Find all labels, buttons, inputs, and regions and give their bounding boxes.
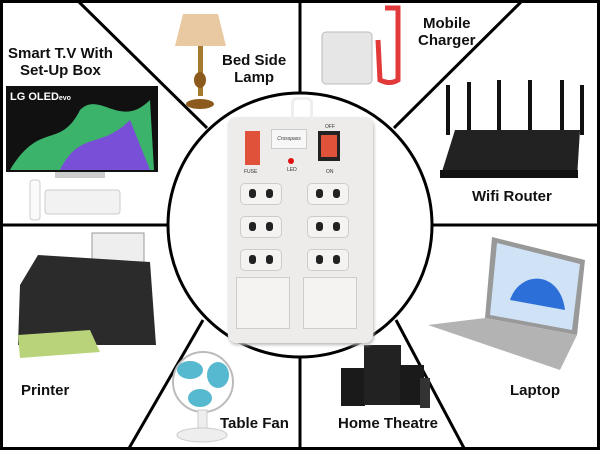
label-line: Bed Side (222, 52, 287, 69)
led-label: LED (287, 167, 297, 173)
brand-logo: Crosspass (271, 129, 307, 149)
power-switch[interactable] (318, 131, 340, 161)
power-cord (291, 97, 313, 120)
socket (307, 216, 349, 238)
socket (307, 183, 349, 205)
label-line: Set-Up Box (20, 62, 101, 79)
label-mobile-charger: Mobile Charger (418, 15, 476, 49)
tv-image (6, 86, 158, 221)
label-printer: Printer (21, 382, 69, 399)
divider-top-right (392, 0, 525, 130)
label-bed-side-lamp: Bed Side Lamp (222, 52, 286, 86)
led-indicator (288, 158, 294, 164)
switch-off-label: OFF (325, 124, 335, 130)
socket (307, 249, 349, 271)
label-line: Charger (418, 32, 476, 49)
power-strip: FUSE Crosspass LED OFF ON (228, 117, 373, 343)
tv-brand-text: LG OLEDevo (10, 91, 71, 103)
tv-suffix: evo (58, 95, 71, 102)
label-line: Home Theatre (338, 415, 439, 432)
laptop-image (428, 237, 585, 370)
printer-image (18, 232, 156, 358)
label-line: Smart T.V With (8, 45, 113, 62)
label-line: Mobile (423, 15, 471, 32)
switch-on-label: ON (326, 169, 334, 175)
fan-image (172, 351, 234, 443)
divider-bottom-left (126, 319, 205, 450)
socket (240, 183, 282, 205)
lamp-image (175, 14, 226, 109)
socket (240, 216, 282, 238)
universal-socket (303, 277, 357, 329)
socket (240, 249, 282, 271)
label-line: Laptop (510, 382, 560, 399)
switch-rocker (321, 135, 337, 157)
home-theatre-image (341, 345, 430, 408)
label-line: Lamp (234, 69, 275, 86)
label-table-fan: Table Fan (220, 415, 289, 432)
label-smart-tv: Smart T.V With Set-Up Box (8, 45, 113, 79)
router-image (440, 80, 584, 178)
tv-brand: LG OLED (10, 91, 59, 103)
label-home-theatre: Home Theatre (338, 415, 438, 432)
universal-socket (236, 277, 290, 329)
fuse-label: FUSE (244, 169, 258, 175)
charger-image (321, 5, 401, 85)
label-line: Printer (21, 382, 70, 399)
label-line: Wifi Router (472, 188, 552, 205)
fuse-holder (245, 131, 260, 165)
divider-bottom-right (394, 319, 467, 450)
divider-top-left (75, 0, 209, 130)
label-laptop: Laptop (510, 382, 560, 399)
label-line: Table Fan (220, 415, 289, 432)
label-wifi-router: Wifi Router (472, 188, 552, 205)
